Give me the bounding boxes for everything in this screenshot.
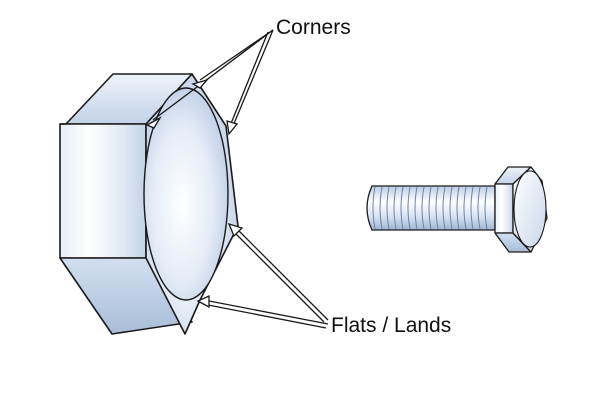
corners-arrowhead-3 xyxy=(226,120,239,136)
bolt-head-front-flat xyxy=(494,183,514,234)
corners-label: Corners xyxy=(276,16,351,39)
corners-arrowhead-1 xyxy=(191,78,209,89)
flats-leader-1 xyxy=(235,227,329,321)
flats-leader-2 xyxy=(203,299,329,325)
bolt-threads xyxy=(372,186,488,230)
corners-arrowhead-2 xyxy=(145,116,162,129)
hex-head-front-flat xyxy=(59,123,147,259)
bolt-head-chamfer-circle xyxy=(513,170,547,248)
flats-arrowhead-1 xyxy=(227,222,244,238)
hex-head-closeup xyxy=(59,73,239,335)
flats-lands-label: Flats / Lands xyxy=(331,314,452,337)
corners-leader-3 xyxy=(232,29,274,127)
flats-leaders xyxy=(196,222,329,329)
hex-bolt xyxy=(366,166,548,253)
bolt-shaft xyxy=(366,185,496,231)
flats-leader-2b xyxy=(202,303,327,329)
flats-arrowhead-2 xyxy=(196,294,210,309)
corners-leader-2 xyxy=(152,29,274,121)
flats-leader-1b xyxy=(233,231,325,323)
corners-leader-3b xyxy=(229,31,269,127)
corners-leaders xyxy=(145,29,274,136)
hex-head-chamfer-circle xyxy=(143,87,229,301)
